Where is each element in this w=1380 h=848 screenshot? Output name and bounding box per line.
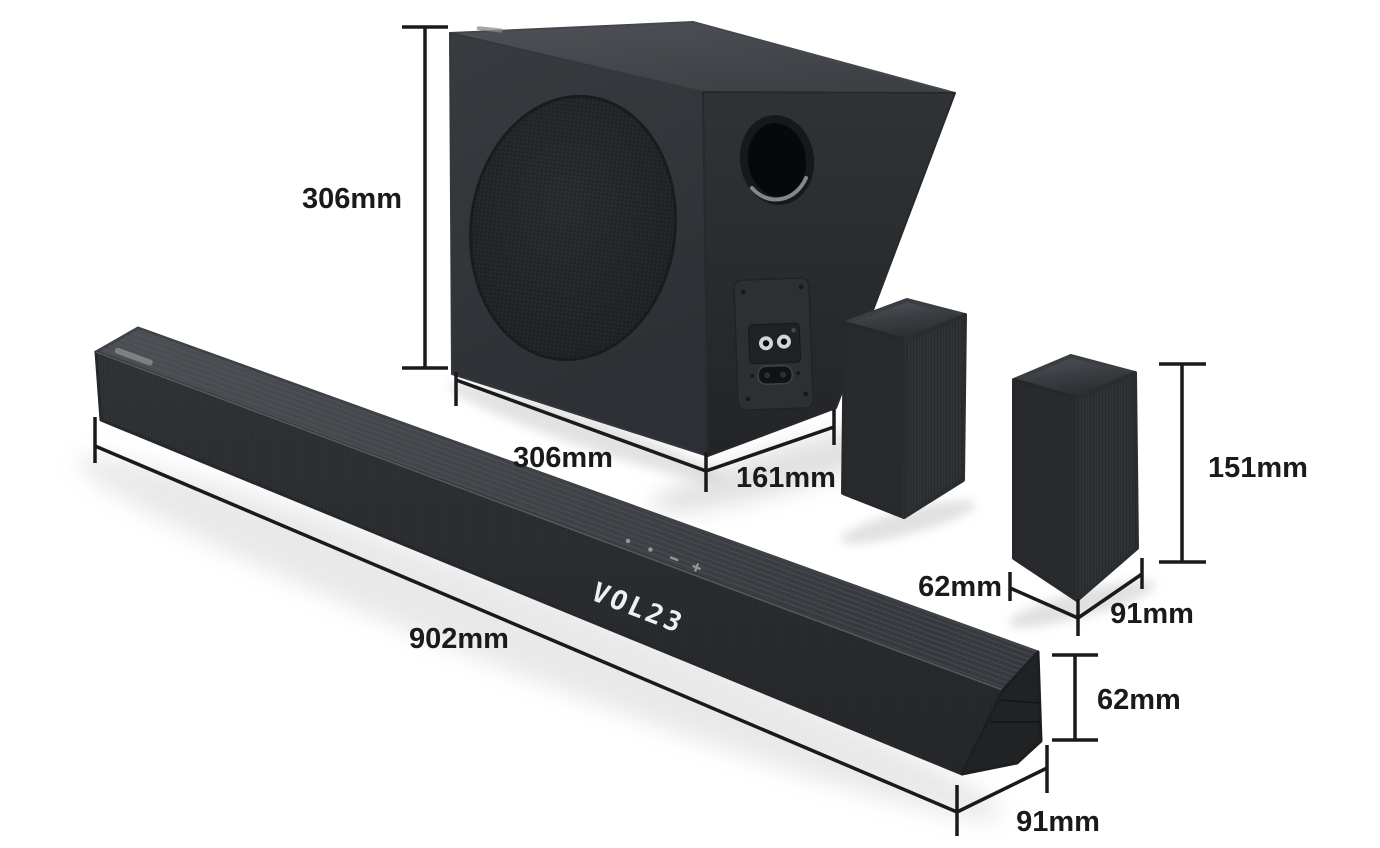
soundbar-front-texture: [96, 352, 1003, 774]
satellite-speaker-left: [841, 298, 967, 519]
soundbar-length-label: 902mm: [409, 623, 509, 655]
screw-icon: [740, 289, 746, 295]
soundbar-depth-label: 91mm: [1016, 806, 1100, 838]
speaker-side-texture: [1077, 373, 1137, 600]
power-inlet-icon: [750, 364, 801, 386]
speaker-front-face: [841, 321, 908, 519]
soundbar-height-dimension: [1052, 653, 1098, 742]
soundbar: VOL23: [94, 326, 1043, 776]
dimension-lines: [93, 25, 1206, 836]
subwoofer-width-dimension: [454, 372, 708, 492]
screw-icon: [798, 284, 804, 290]
speaker-front-face: [1012, 378, 1079, 602]
soundbar-end-cap: [960, 650, 1043, 776]
end-cap-seam: [999, 699, 1040, 704]
subwoofer-depth-label: 161mm: [736, 462, 836, 494]
soundbar-top-ridges: [96, 328, 1038, 690]
soundbar-depth-dimension: [956, 745, 1049, 814]
woofer-grille: [468, 94, 678, 362]
screw-icon: [803, 391, 809, 397]
soundbar-height-label: 62mm: [1097, 684, 1181, 716]
speaker-shadow-left: [840, 500, 976, 544]
speaker-width-label: 62mm: [918, 571, 1002, 603]
brand-logo-subwoofer: [476, 26, 503, 33]
control-buttons: [625, 538, 701, 572]
rear-connection-panel: [733, 277, 814, 411]
speaker-height-dimension: [1159, 362, 1206, 564]
satellite-speaker-right: [1012, 354, 1139, 602]
rca-jack-hole: [762, 340, 770, 347]
subwoofer-height-dimension: [402, 25, 448, 370]
subwoofer-shadow: [447, 382, 723, 482]
speaker-depth-label: 91mm: [1110, 598, 1194, 630]
bass-port: [739, 115, 815, 205]
status-led-icon: [791, 328, 796, 333]
input-recess: [747, 322, 802, 365]
rca-jack-hole: [780, 338, 788, 345]
soundbar-shadow: [77, 456, 1003, 820]
floor-shadows: [77, 382, 1156, 820]
speaker-depth-dimension: [1077, 558, 1144, 620]
soundbar-top-edge-highlight: [95, 351, 1004, 691]
subwoofer-height-label: 306mm: [302, 183, 402, 215]
speaker-height-label: 151mm: [1208, 452, 1308, 484]
subwoofer-width-label: 306mm: [513, 442, 613, 474]
speaker-side-texture: [904, 315, 965, 517]
subwoofer-depth-dimension: [705, 409, 836, 473]
speaker-shadow-right: [1008, 580, 1156, 628]
subwoofer: [449, 21, 956, 457]
dimension-labels: 306mm 306mm 161mm 151mm 62mm 91mm 902mm …: [302, 183, 1308, 838]
brand-logo-soundbar: [114, 347, 153, 366]
screw-icon: [745, 396, 751, 402]
plus-icon: [692, 563, 701, 572]
